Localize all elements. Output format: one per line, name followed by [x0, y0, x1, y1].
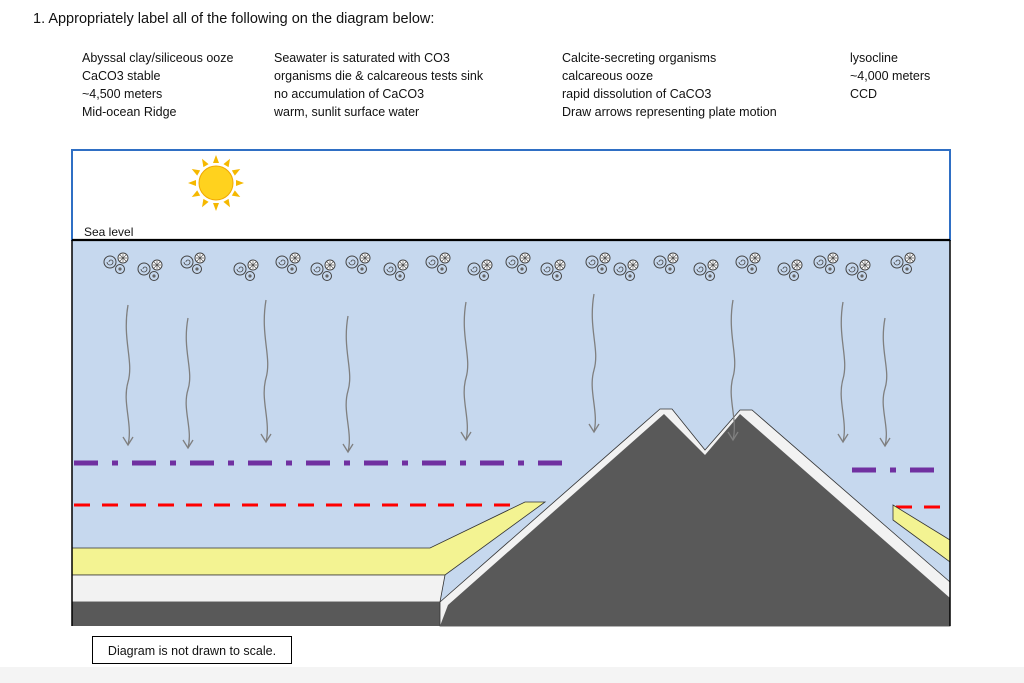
scale-note: Diagram is not drawn to scale. [92, 636, 292, 664]
sun-ray [202, 158, 209, 168]
term-item: CCD [850, 87, 878, 101]
sinking-arrow-icon [588, 293, 600, 434]
abyssal-clay-layer [71, 574, 446, 603]
sinking-arrow-icon [879, 317, 891, 448]
sinking-arrow-icon [260, 299, 272, 444]
sun-ray [188, 180, 196, 186]
sea-level-label: Sea level [84, 225, 134, 239]
shell-organism-icon [735, 252, 761, 274]
sun-ray [223, 158, 230, 168]
depth-lines [74, 460, 948, 509]
term-column-3: Calcite-secreting organisms calcareous o… [562, 49, 777, 121]
oceanic-crust [72, 602, 442, 626]
shell-organism-icon [505, 252, 531, 274]
shell-organism-icon [233, 259, 259, 281]
sinking-arrow-icon [342, 315, 354, 454]
shell-organism-icon [540, 259, 566, 281]
sun-ray [202, 198, 209, 208]
plankton-layer [103, 252, 916, 281]
shell-organism-icon [613, 259, 639, 281]
sun-ray [223, 198, 230, 208]
shell-organism-icon [103, 252, 129, 274]
sun-ray [231, 169, 241, 176]
term-item: Abyssal clay/siliceous ooze [82, 51, 234, 65]
shell-organism-icon [467, 259, 493, 281]
term-item: Seawater is saturated with CO3 [274, 51, 450, 65]
term-item: no accumulation of CaCO3 [274, 87, 425, 101]
shell-organism-icon [137, 259, 163, 281]
sinking-arrow-icon [837, 301, 849, 444]
sun-ray [191, 169, 201, 176]
diagram-frame [71, 149, 951, 626]
sun-icon [188, 155, 244, 211]
sinking-arrow-icon [182, 317, 194, 450]
sun-ray [236, 180, 244, 186]
shell-organism-icon [275, 252, 301, 274]
term-column-1: Abyssal clay/siliceous ooze CaCO3 stable… [82, 49, 233, 121]
sinking-arrow-icon [727, 299, 739, 442]
sun-ray [191, 190, 201, 197]
shell-organism-icon [310, 259, 336, 281]
shell-organism-icon [845, 259, 871, 281]
shell-organism-icon [890, 252, 916, 274]
shell-organism-icon [777, 259, 803, 281]
sinking-arrow-icon [122, 304, 134, 447]
mid-ocean-ridge [440, 414, 950, 626]
sun-ray [213, 203, 219, 211]
sinking-arrows [122, 293, 891, 454]
sun-ray [231, 190, 241, 197]
term-item: Mid-ocean Ridge [82, 105, 177, 119]
shell-organism-icon [383, 259, 409, 281]
term-column-4: lysocline ~4,000 meters CCD [850, 49, 930, 103]
term-item: calcareous ooze [562, 69, 654, 83]
question-title: 1. Appropriately label all of the follow… [33, 11, 435, 27]
shell-organism-icon [693, 259, 719, 281]
sinking-arrow-icon [460, 301, 472, 442]
term-item: ~4,500 meters [82, 87, 163, 101]
shell-organism-icon [653, 252, 679, 274]
sea-floor [71, 408, 951, 627]
shell-organism-icon [585, 252, 611, 274]
term-item: warm, sunlit surface water [274, 105, 420, 119]
shell-organism-icon [345, 252, 371, 274]
term-item: Draw arrows representing plate motion [562, 105, 777, 119]
shell-organism-icon [425, 252, 451, 274]
page-footer-bar [0, 667, 1024, 683]
term-item: lysocline [850, 51, 898, 65]
shell-organism-icon [813, 252, 839, 274]
term-item: CaCO3 stable [82, 69, 161, 83]
sun-disc [198, 165, 234, 201]
term-item: Calcite-secreting organisms [562, 51, 717, 65]
shell-organism-icon [180, 252, 206, 274]
term-column-2: Seawater is saturated with CO3 organisms… [274, 49, 483, 121]
term-item: rapid dissolution of CaCO3 [562, 87, 712, 101]
sun-ray [213, 155, 219, 163]
term-item: ~4,000 meters [850, 69, 931, 83]
term-item: organisms die & calcareous tests sink [274, 69, 484, 83]
